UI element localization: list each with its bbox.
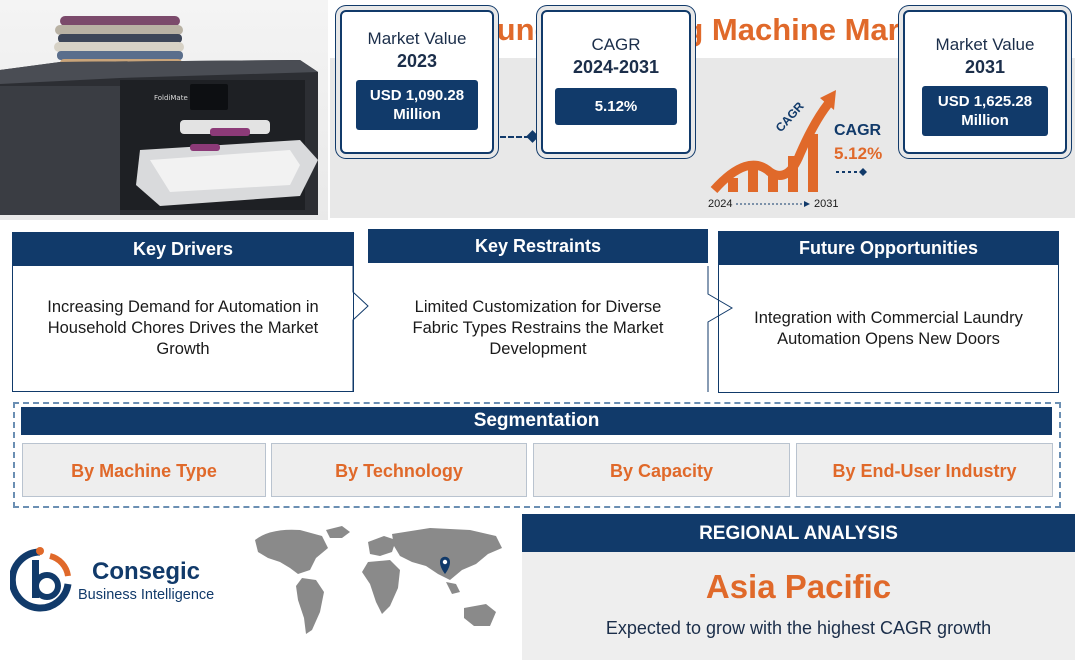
growth-arrow-icon [710,90,867,207]
cagr-growth-graphic: CAGR CAGR 5.12% 2024 2031 [708,82,898,214]
machine-brand-text: FoldiMate [154,94,188,102]
laundry-machine-illustration: FoldiMate [0,16,318,215]
market-value-2023-value: USD 1,090.28 Million [356,80,478,130]
key-restraints-heading: Key Restraints [368,229,708,263]
start-year-label: 2024 [708,198,733,210]
region-description: Expected to grow with the highest CAGR g… [605,618,992,638]
market-value-2031-label: Market Value [935,35,1035,54]
market-value-2031-card: Market Value 2031 USD 1,625.28 Million [903,10,1067,154]
segmentation-frame [13,402,1061,508]
future-opportunities-text: Integration with Commercial Laundry Auto… [718,265,1059,393]
key-restraints-text: Limited Customization for Diverse Fabric… [368,263,708,393]
market-value-2031-year: 2031 [964,57,1006,77]
hero-machine-image: FoldiMate [0,0,328,220]
logo-mark [8,544,76,616]
consegic-logo-icon [8,547,72,612]
side-cagr-label: CAGR [834,122,882,139]
logo-name: Consegic [92,558,201,585]
region-name: Asia Pacific [705,568,892,605]
market-value-2031-value: USD 1,625.28 Million [922,86,1048,136]
chevron-right-icon [707,266,733,392]
market-value-2023-card: Market Value 2023 USD 1,090.28 Million [340,10,494,154]
key-drivers-heading: Key Drivers [12,232,354,266]
logo-tagline: Business Intelligence [78,587,215,603]
segmentation-heading: Segmentation [21,407,1052,435]
future-opportunities-heading: Future Opportunities [718,231,1059,265]
side-cagr-value: 5.12% [834,144,883,163]
segment-machine-type: By Machine Type [22,443,266,497]
segment-end-user-industry: By End-User Industry [796,443,1053,497]
location-pin-icon [440,556,450,574]
key-drivers-text: Increasing Demand for Automation in Hous… [12,266,354,392]
cagr-label: CAGR [591,35,641,54]
cagr-value: 5.12% [555,88,677,125]
cagr-period: 2024-2031 [572,57,660,77]
connector-line [500,136,530,138]
segment-technology: By Technology [271,443,527,497]
cagr-card: CAGR 2024-2031 5.12% [541,10,691,154]
market-value-2023-year: 2023 [396,51,438,71]
market-value-2023-label: Market Value [367,29,467,48]
world-map [255,526,502,634]
chevron-right-icon [352,266,369,392]
regional-heading: REGIONAL ANALYSIS [522,514,1075,552]
segment-capacity: By Capacity [533,443,790,497]
end-year-label: 2031 [814,198,839,210]
